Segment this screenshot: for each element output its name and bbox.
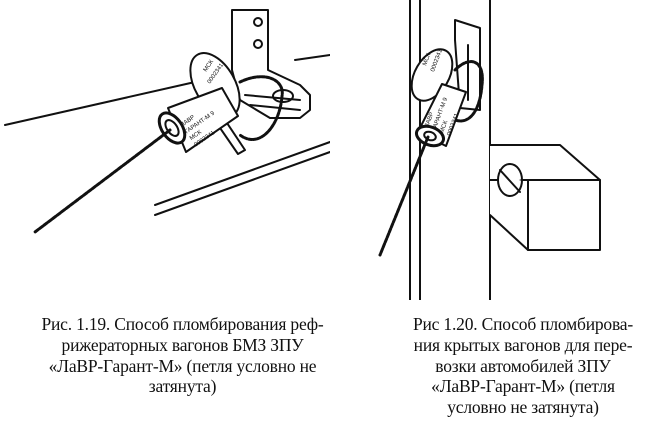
caption-line: Рис. 1.19. Способ пломбирования реф-	[41, 314, 324, 334]
wire-loop	[453, 60, 484, 123]
door-post	[409, 0, 421, 301]
wagon-edge-line	[294, 54, 331, 61]
caption-figure-1-19: Рис. 1.19. Способ пломбирования реф- риж…	[10, 314, 355, 397]
seal-disc-label: МСК	[422, 52, 432, 67]
wagon-rail-line	[154, 141, 331, 206]
caption-line: «ЛаВР-Гарант-М» (петля	[431, 376, 615, 397]
caption-line: ния крытых вагонов для пере-	[413, 334, 633, 355]
caption-line: возки автомобилей ЗПУ	[435, 355, 611, 376]
wire-end	[378, 135, 430, 257]
caption-line: «ЛаВР-Гарант-М» (петля условно не	[48, 355, 317, 376]
bracket-hole	[253, 39, 263, 49]
box	[489, 144, 601, 251]
caption-line: Рис 1.20. Способ пломбирова-	[412, 314, 634, 334]
figure-refrigerator-wagon-seal: МСК 0002341 ЛАВР ГАРАНТ-М 9 МСК 0002341	[0, 0, 331, 300]
caption-line: рижераторных вагонов БМЗ ЗПУ	[61, 334, 304, 355]
figure-covered-wagon-seal: МСК 0002341 ЛАВР ГАРАНТ-М 9 МСК 0002341	[360, 0, 650, 301]
caption-line: затянута)	[148, 376, 217, 397]
wire-end	[33, 128, 172, 234]
wagon-edge-line	[4, 81, 196, 126]
wagon-rail-line	[154, 151, 331, 216]
bolt-slot	[499, 169, 521, 193]
seal-cap	[414, 124, 446, 148]
bracket-plate	[231, 9, 311, 119]
seal-body-label: ЛАВР	[424, 112, 435, 129]
seal-cap-hole	[423, 130, 437, 142]
seal-pin	[217, 119, 246, 155]
bracket-hole	[253, 17, 263, 27]
wire-loop	[238, 75, 284, 141]
caption-figure-1-20: Рис 1.20. Способ пломбирова- ния крытых …	[388, 314, 650, 418]
seal-body-label: МСК	[439, 120, 449, 135]
caption-line: условно не затянута)	[447, 397, 599, 418]
